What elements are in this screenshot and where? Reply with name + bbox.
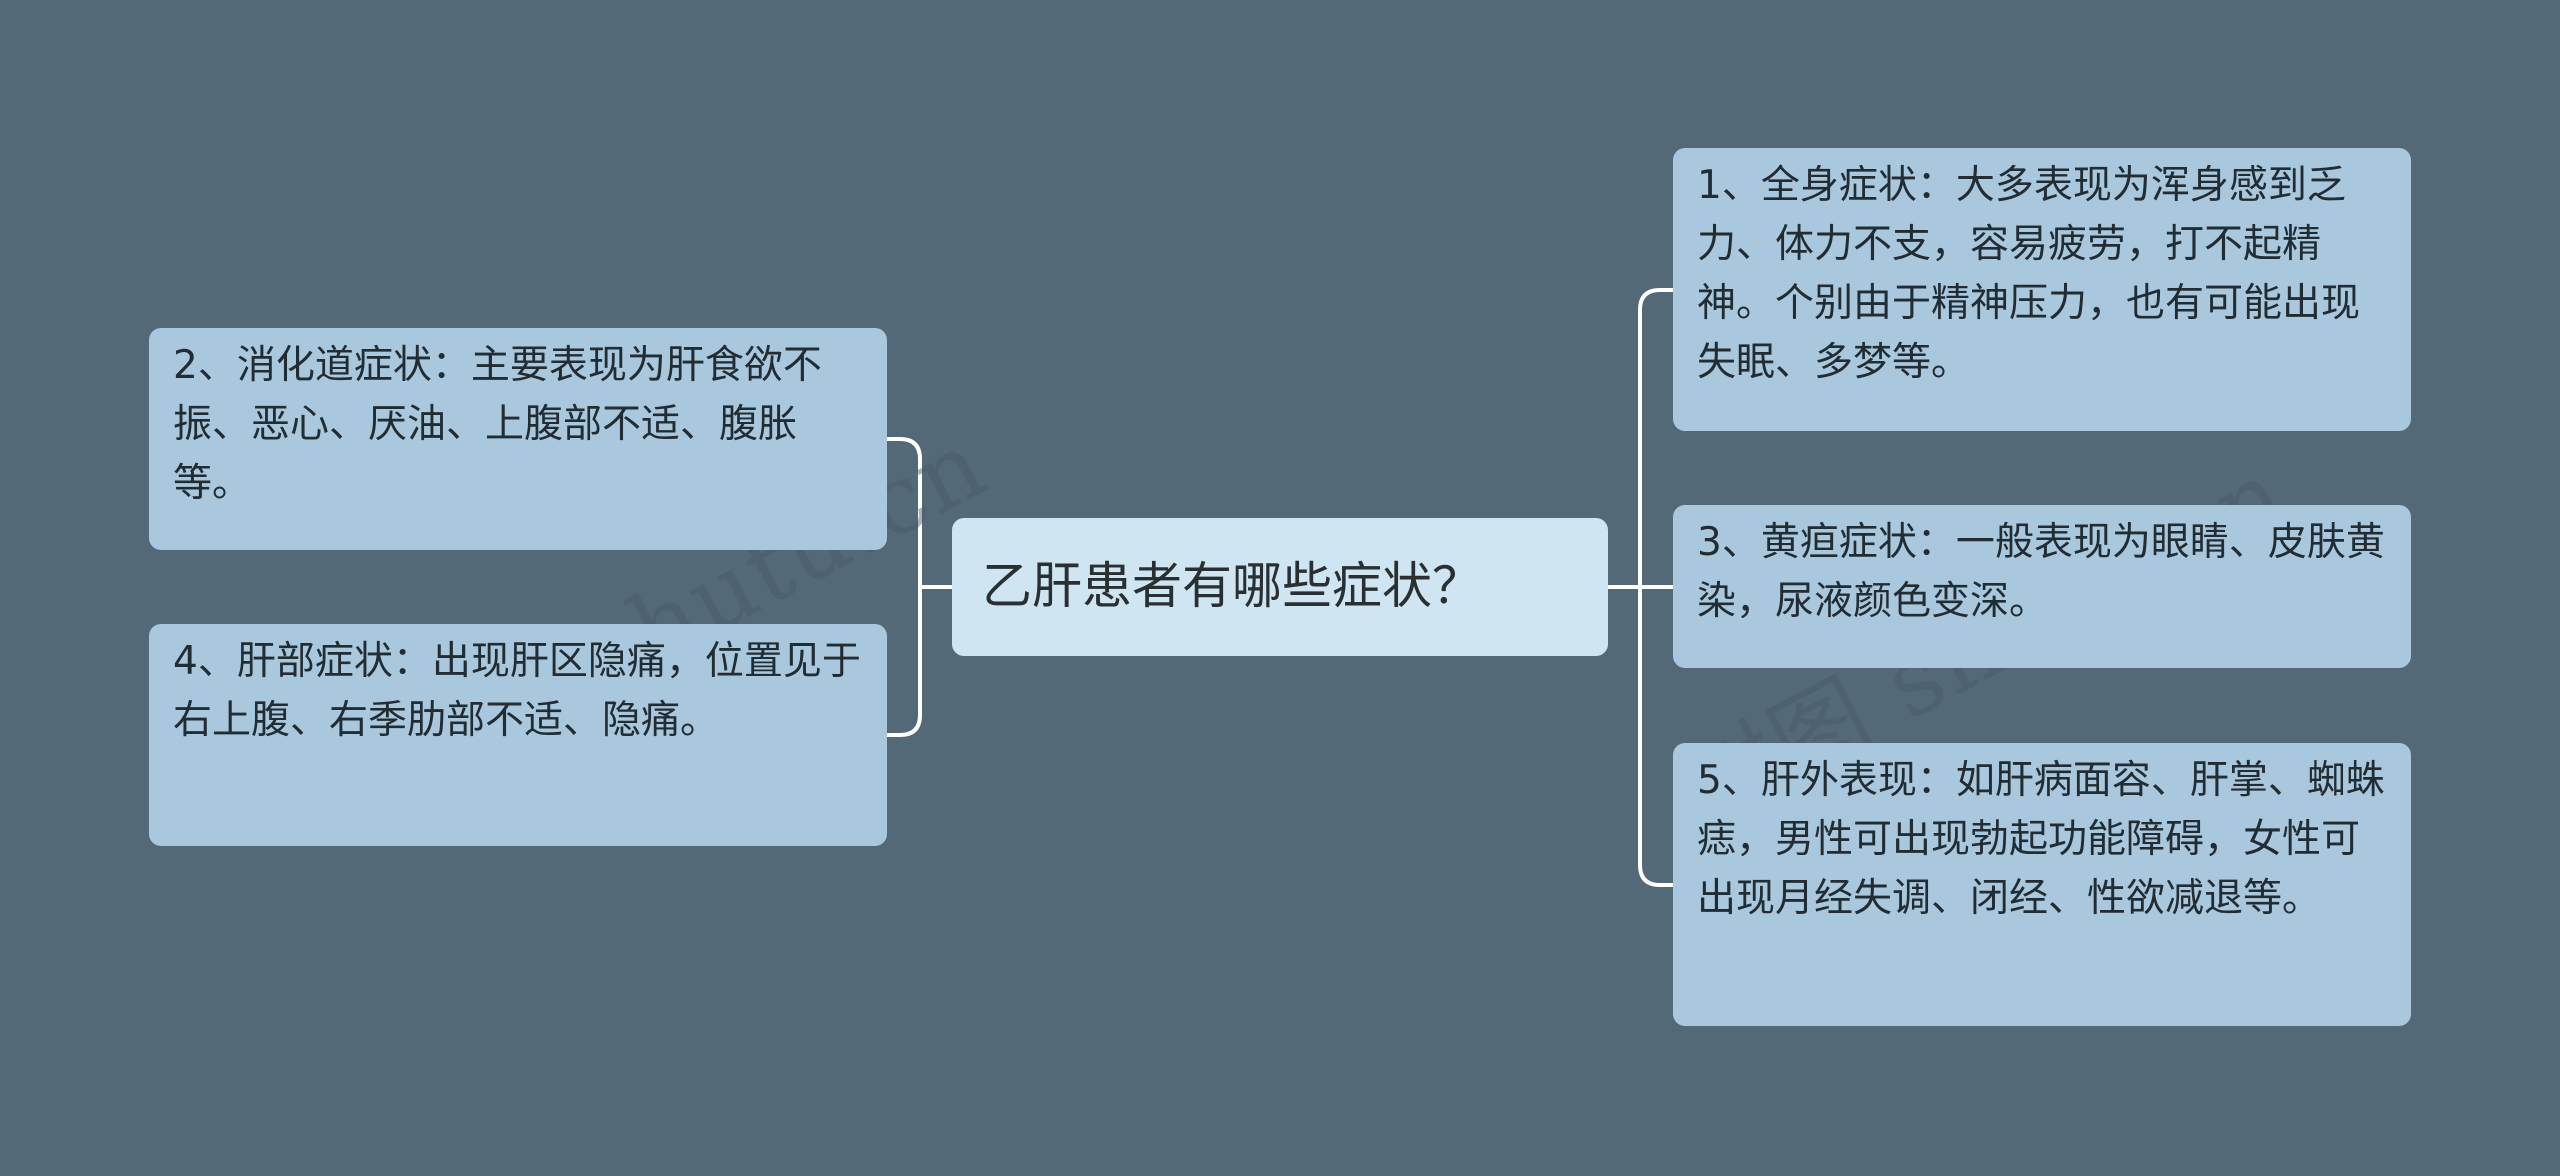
node-extrahepatic-manifestations-text: 5、肝外表现：如肝病面容、肝掌、蜘蛛痣，男性可出现勃起功能障碍，女性可出现月经失… — [1697, 758, 2385, 921]
node-extrahepatic-manifestations[interactable]: 5、肝外表现：如肝病面容、肝掌、蜘蛛痣，男性可出现勃起功能障碍，女性可出现月经失… — [1673, 743, 2411, 1026]
root-node[interactable]: 乙肝患者有哪些症状？ — [952, 518, 1608, 656]
node-digestive-symptoms-text: 2、消化道症状：主要表现为肝食欲不振、恶心、厌油、上腹部不适、腹胀等。 — [173, 343, 822, 506]
node-jaundice-symptoms[interactable]: 3、黄疸症状：一般表现为眼睛、皮肤黄染，尿液颜色变深。 — [1673, 505, 2411, 668]
node-digestive-symptoms[interactable]: 2、消化道症状：主要表现为肝食欲不振、恶心、厌油、上腹部不适、腹胀等。 — [149, 328, 887, 550]
node-general-symptoms[interactable]: 1、全身症状：大多表现为浑身感到乏力、体力不支，容易疲劳，打不起精神。个别由于精… — [1673, 148, 2411, 431]
node-liver-symptoms[interactable]: 4、肝部症状：出现肝区隐痛，位置见于右上腹、右季肋部不适、隐痛。 — [149, 624, 887, 846]
node-liver-symptoms-text: 4、肝部症状：出现肝区隐痛，位置见于右上腹、右季肋部不适、隐痛。 — [173, 639, 861, 743]
node-general-symptoms-text: 1、全身症状：大多表现为浑身感到乏力、体力不支，容易疲劳，打不起精神。个别由于精… — [1697, 163, 2361, 385]
node-jaundice-symptoms-text: 3、黄疸症状：一般表现为眼睛、皮肤黄染，尿液颜色变深。 — [1697, 520, 2385, 624]
root-node-label: 乙肝患者有哪些症状？ — [982, 557, 1482, 615]
connector-left-trunk — [885, 437, 922, 737]
